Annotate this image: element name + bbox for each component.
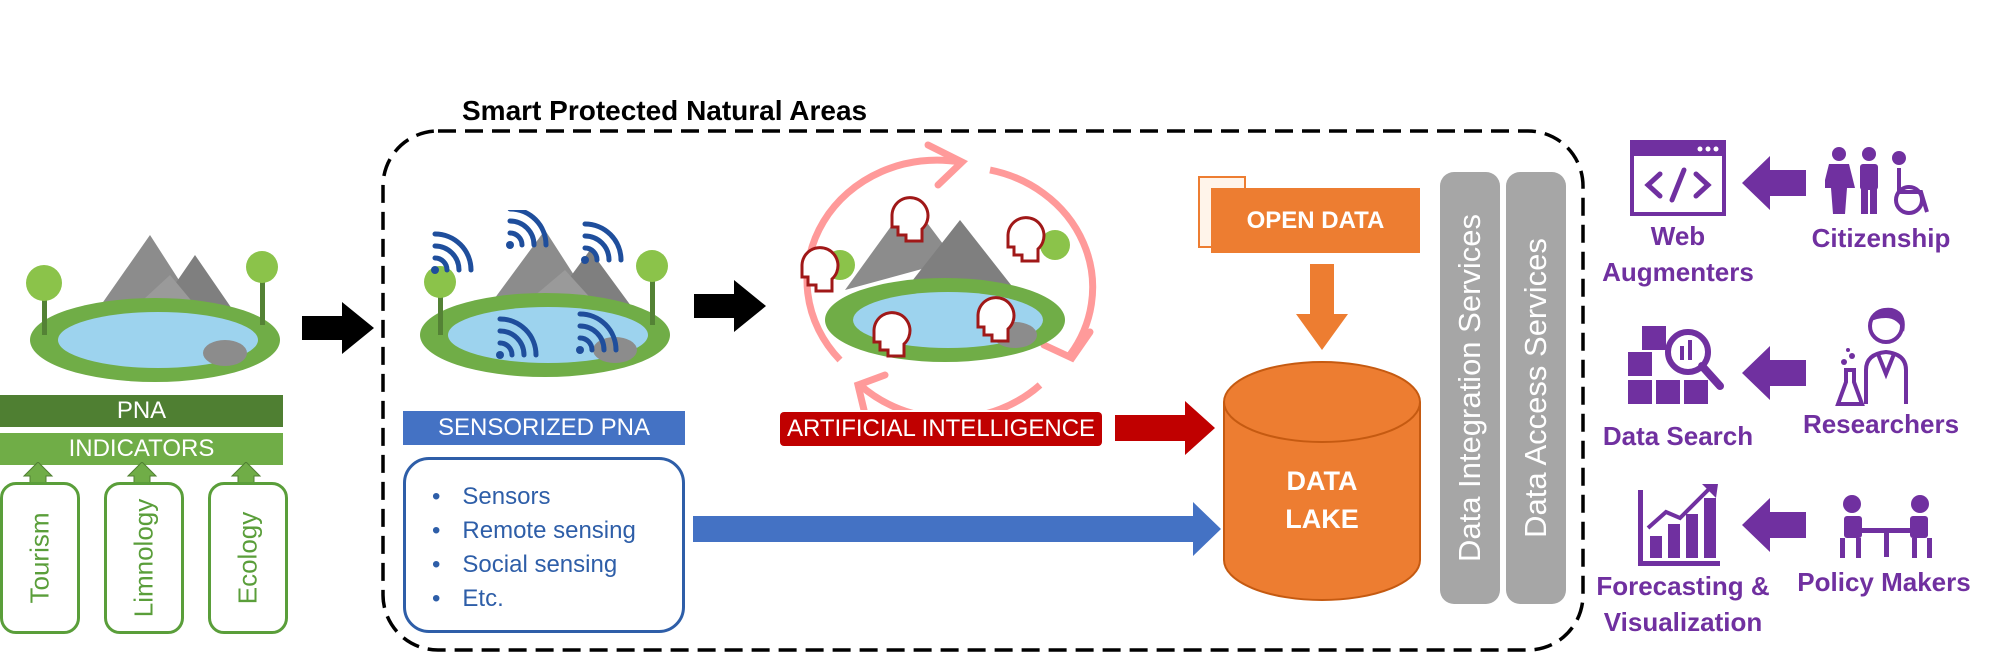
researchers-label: Researchers [1802,409,1960,439]
indicator-limnology: Limnology [104,482,184,634]
policy-makers-label: Policy Makers [1797,567,1971,597]
citizens-icon [1825,147,1929,215]
data-access-services: Data Access Services [1506,172,1566,604]
arrow-left-icon [1742,498,1806,552]
arrow-left-icon [1742,346,1806,400]
data-lake-label-line2: LAKE [1285,504,1359,534]
indicators-bar: INDICATORS [0,433,283,465]
open-data-bar: OPEN DATA [1211,188,1420,253]
data-search-label: Data Search [1602,421,1754,451]
service-label: Data Access Services [1518,238,1553,538]
list-item: Sensors [432,480,636,514]
arrow-right-icon [302,302,374,354]
forecasting-label: Forecasting & Visualization [1596,571,1770,637]
indicator-label: Ecology [232,511,263,605]
ai-bar: ARTIFICIAL INTELLIGENCE [780,412,1102,446]
indicator-ecology: Ecology [208,482,288,634]
arrow-right-icon [694,280,766,332]
list-item: Remote sensing [432,514,635,548]
web-code-icon [1630,140,1726,216]
citizenship-label: Citizenship [1811,223,1951,253]
service-label: Data Integration Services [1452,213,1487,563]
data-search-icon [1628,326,1724,404]
ai-cycle-icon [800,141,1097,410]
arrow-left-icon [1742,156,1806,210]
pna-bar: PNA [0,395,283,427]
diagram-title: Smart Protected Natural Areas [462,95,868,126]
forecasting-chart-icon [1638,484,1720,566]
data-integration-services: Data Integration Services [1440,172,1500,604]
web-augmenters-label: Web Augmenters [1602,221,1754,287]
sensorized-pna-icon [420,210,670,377]
data-lake-cylinder [1223,361,1421,601]
data-lake-label-line1: DATA [1286,466,1358,496]
policy-makers-icon [1840,495,1932,558]
indicator-label: Tourism [24,512,55,604]
list-item: Social sensing [432,548,636,582]
red-arrow-icon [1115,401,1215,455]
indicator-tourism: Tourism [0,482,80,634]
researcher-icon [1835,307,1908,406]
indicator-label: Limnology [128,498,159,618]
sensing-sources-list: Sensors Remote sensing Social sensing Et… [432,480,636,616]
pna-landscape-icon [26,235,280,382]
blue-arrow-icon [693,502,1221,556]
list-item: Etc. [432,582,636,616]
sensing-sources-box: Sensors Remote sensing Social sensing Et… [403,457,685,633]
orange-arrow-icon [1296,264,1348,350]
sensorized-pna-bar: SENSORIZED PNA [403,411,685,445]
